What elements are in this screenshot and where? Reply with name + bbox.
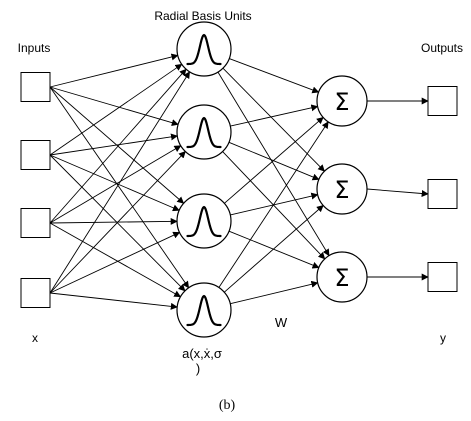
edge-rbf-4-to-sum-1 [218, 121, 329, 288]
edge-rbf-2-to-sum-2 [228, 141, 320, 181]
gaussian-icon [186, 33, 222, 66]
outputs-header: Outputs [421, 41, 463, 55]
rbf-units-header: Radial Basis Units [154, 9, 251, 23]
edge-input-1-to-rbf-2 [49, 86, 179, 127]
radial-basis-nodes [176, 21, 232, 338]
edge-sum-2-to-output-2 [366, 188, 429, 197]
sigma-icon: Σ [334, 88, 349, 116]
edge-input-3-to-rbf-3 [49, 217, 178, 225]
edge-rbf-4-to-sum-2 [224, 205, 324, 293]
sum-node-3: Σ [316, 251, 368, 303]
input-node-1 [20, 72, 51, 102]
edge-input-4-to-rbf-4 [49, 292, 178, 310]
basis-function-label-line1: a(x,ẋ,σ [182, 346, 222, 361]
edge-rbf-4-to-sum-3 [230, 280, 319, 305]
edge-input-2-to-rbf-3 [49, 154, 180, 212]
output-node-2 [427, 179, 458, 209]
gaussian-icon [186, 116, 222, 149]
edge-input-4-to-rbf-1 [49, 71, 190, 294]
output-node-1 [427, 86, 458, 116]
rbf-node-2 [176, 104, 232, 160]
edge-input-3-to-rbf-4 [49, 222, 182, 298]
connection-edges [49, 53, 429, 310]
edge-rbf-3-to-sum-1 [224, 116, 324, 204]
input-node-3 [20, 208, 51, 238]
edge-rbf-1-to-sum-2 [222, 67, 325, 172]
summation-nodes: Σ Σ Σ [316, 75, 368, 303]
edge-input-3-to-rbf-2 [49, 145, 182, 224]
rbf-node-4 [176, 282, 232, 338]
output-nodes [427, 86, 458, 292]
sum-node-2: Σ [316, 163, 368, 215]
sum-node-1: Σ [316, 75, 368, 127]
input-node-2 [20, 140, 51, 170]
edge-rbf-1-to-sum-1 [229, 58, 320, 94]
edge-input-4-to-rbf-2 [49, 151, 186, 294]
edge-input-1-to-rbf-4 [49, 86, 190, 289]
edge-input-3-to-rbf-1 [49, 68, 187, 224]
inputs-header: Inputs [18, 41, 51, 55]
w-label: W [275, 315, 288, 330]
edge-input-4-to-rbf-3 [49, 231, 181, 294]
output-node-3 [427, 262, 458, 292]
rbf-node-1 [176, 21, 232, 77]
sigma-icon: Σ [334, 264, 349, 292]
edge-rbf-3-to-sum-3 [228, 230, 320, 269]
input-nodes [20, 72, 51, 308]
input-node-4 [20, 278, 51, 308]
edge-rbf-2-to-sum-1 [230, 104, 319, 127]
edge-input-2-to-rbf-2 [49, 133, 178, 156]
figure-caption: (b) [219, 398, 236, 413]
gaussian-icon [186, 205, 222, 238]
sigma-icon: Σ [334, 176, 349, 204]
edge-input-1-to-rbf-1 [49, 53, 179, 88]
y-label: y [440, 331, 446, 345]
gaussian-icon [186, 294, 222, 327]
x-label: x [32, 331, 38, 345]
rbf-node-3 [176, 193, 232, 249]
basis-function-label-line2: ) [196, 361, 200, 376]
edge-rbf-1-to-sum-3 [217, 71, 330, 257]
edge-input-2-to-rbf-1 [49, 63, 183, 156]
